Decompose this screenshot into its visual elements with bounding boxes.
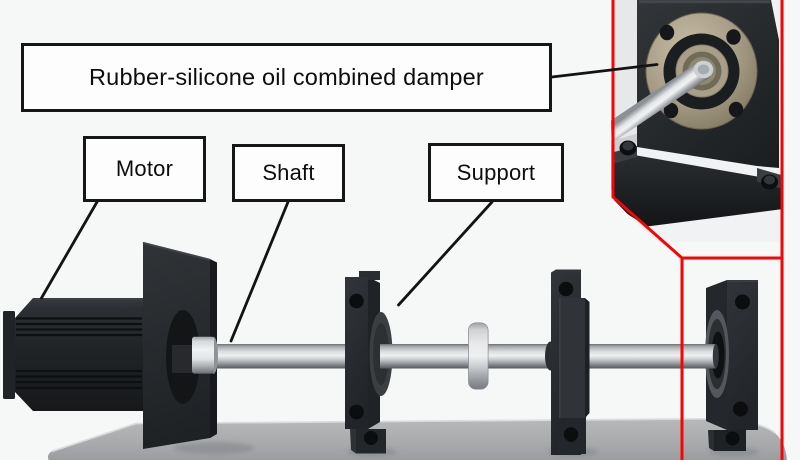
red-callout-outline bbox=[611, 0, 784, 460]
coupling bbox=[192, 336, 218, 374]
shaft-stub bbox=[172, 345, 193, 373]
motor-illustration bbox=[3, 298, 143, 411]
leader-motor bbox=[40, 200, 99, 300]
label-support-text: Support bbox=[456, 159, 536, 185]
support-left-block bbox=[345, 271, 386, 454]
label-damper-text: Rubber-silicone oil combined damper bbox=[89, 64, 484, 90]
damper-bolts bbox=[725, 294, 750, 446]
support-middle-block bbox=[551, 269, 590, 455]
label-motor-text: Motor bbox=[115, 156, 174, 181]
label-damper: Rubber-silicone oil combined damper bbox=[21, 43, 552, 112]
support-left-bearing bbox=[368, 277, 393, 429]
damper-zoom-inset bbox=[611, 0, 784, 242]
label-shaft: Shaft bbox=[232, 144, 345, 202]
leader-support bbox=[397, 200, 494, 307]
label-shaft-text: Shaft bbox=[262, 160, 315, 185]
inset-shaft bbox=[611, 61, 710, 142]
label-motor: Motor bbox=[83, 136, 206, 202]
leader-lines bbox=[40, 63, 659, 343]
label-support: Support bbox=[428, 143, 564, 202]
leader-damper bbox=[550, 63, 659, 79]
shaft-illustration bbox=[205, 341, 719, 371]
shaft-disc bbox=[468, 322, 489, 390]
leader-shaft bbox=[229, 200, 290, 343]
